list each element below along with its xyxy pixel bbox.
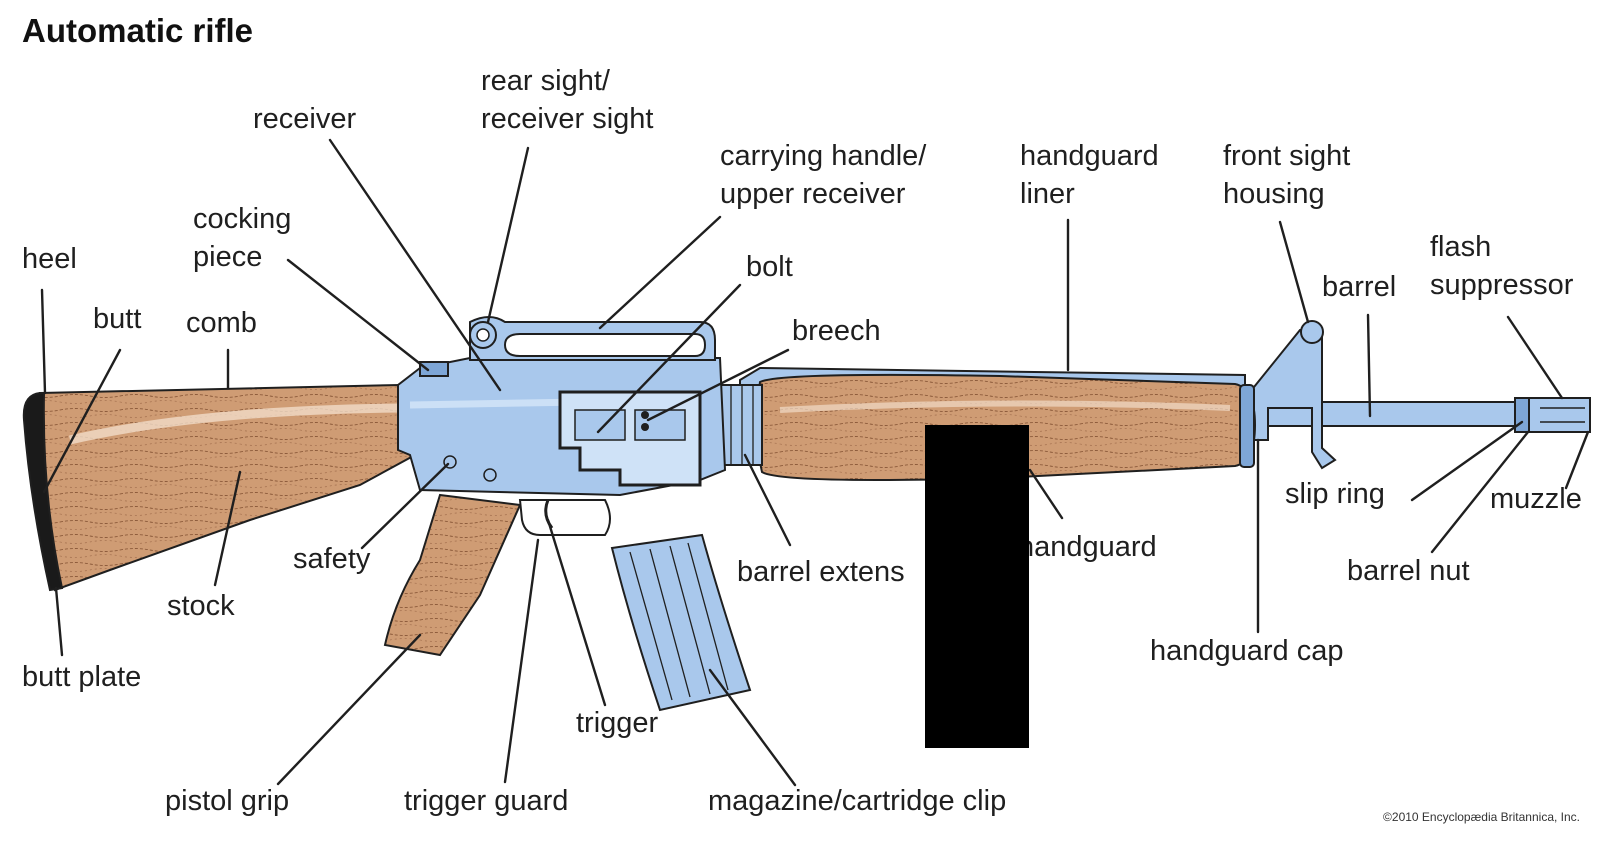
leader-pistol-grip bbox=[278, 635, 420, 784]
label-barrel: barrel bbox=[1322, 268, 1396, 306]
leader-flash-suppressor bbox=[1508, 317, 1562, 398]
label-slip-ring: slip ring bbox=[1285, 475, 1385, 513]
cocking-piece-shape bbox=[420, 362, 448, 376]
label-cocking-piece-line1: cocking bbox=[193, 200, 291, 238]
label-carrying-handle-line1: carrying handle/ bbox=[720, 137, 926, 175]
label-barrel-nut: barrel nut bbox=[1347, 552, 1470, 590]
label-handguard-cap: handguard cap bbox=[1150, 632, 1344, 670]
label-handguard: handguard bbox=[1018, 528, 1157, 566]
label-front-sight-line2: housing bbox=[1223, 175, 1325, 213]
leader-cocking-piece bbox=[288, 260, 428, 370]
label-pistol-grip: pistol grip bbox=[165, 782, 289, 820]
label-trigger: trigger bbox=[576, 704, 658, 742]
diagram-title: Automatic rifle bbox=[22, 12, 253, 50]
breech-shape bbox=[641, 411, 649, 419]
label-cocking-piece-line2: piece bbox=[193, 238, 262, 276]
label-bolt: bolt bbox=[746, 248, 793, 286]
label-muzzle: muzzle bbox=[1490, 480, 1582, 518]
leader-handguard bbox=[1030, 470, 1062, 518]
leader-front-sight bbox=[1280, 222, 1308, 322]
handguard-cap-shape bbox=[1240, 385, 1254, 467]
label-breech: breech bbox=[792, 312, 881, 350]
label-heel: heel bbox=[22, 240, 77, 278]
label-butt-plate: butt plate bbox=[22, 658, 141, 696]
label-handguard-liner-line2: liner bbox=[1020, 175, 1075, 213]
label-stock: stock bbox=[167, 587, 235, 625]
label-rear-sight-line2: receiver sight bbox=[481, 100, 653, 138]
label-comb: comb bbox=[186, 304, 257, 342]
pistol-grip-shape bbox=[385, 495, 520, 655]
label-rear-sight-line1: rear sight/ bbox=[481, 62, 610, 100]
label-magazine: magazine/cartridge clip bbox=[708, 782, 1006, 820]
leader-heel bbox=[42, 290, 45, 393]
label-front-sight-line1: front sight bbox=[1223, 137, 1350, 175]
copyright-notice: ©2010 Encyclopædia Britannica, Inc. bbox=[1383, 810, 1580, 824]
label-flash-suppressor-line1: flash bbox=[1430, 228, 1491, 266]
leader-barrel bbox=[1368, 315, 1370, 416]
front-sight-post bbox=[1301, 321, 1323, 343]
label-handguard-liner-line1: handguard bbox=[1020, 137, 1159, 175]
leader-butt-plate bbox=[56, 588, 62, 655]
label-barrel-extension: barrel extens bbox=[737, 553, 905, 591]
leader-rear-sight bbox=[488, 148, 528, 322]
front-sight-housing-shape bbox=[1250, 330, 1335, 468]
label-safety: safety bbox=[293, 540, 370, 578]
label-carrying-handle-line2: upper receiver bbox=[720, 175, 905, 213]
barrel-extension-shape bbox=[720, 385, 762, 465]
redaction-box bbox=[925, 425, 1029, 748]
leader-magazine bbox=[710, 670, 795, 785]
leader-carrying-handle bbox=[600, 217, 720, 328]
label-trigger-guard: trigger guard bbox=[404, 782, 568, 820]
label-butt: butt bbox=[93, 300, 141, 338]
leader-trigger-guard bbox=[505, 540, 538, 782]
leader-receiver bbox=[330, 140, 500, 390]
trigger-guard-shape bbox=[520, 500, 610, 535]
label-receiver: receiver bbox=[253, 100, 356, 138]
label-flash-suppressor-line2: suppressor bbox=[1430, 266, 1573, 304]
leader-trigger bbox=[548, 520, 605, 705]
